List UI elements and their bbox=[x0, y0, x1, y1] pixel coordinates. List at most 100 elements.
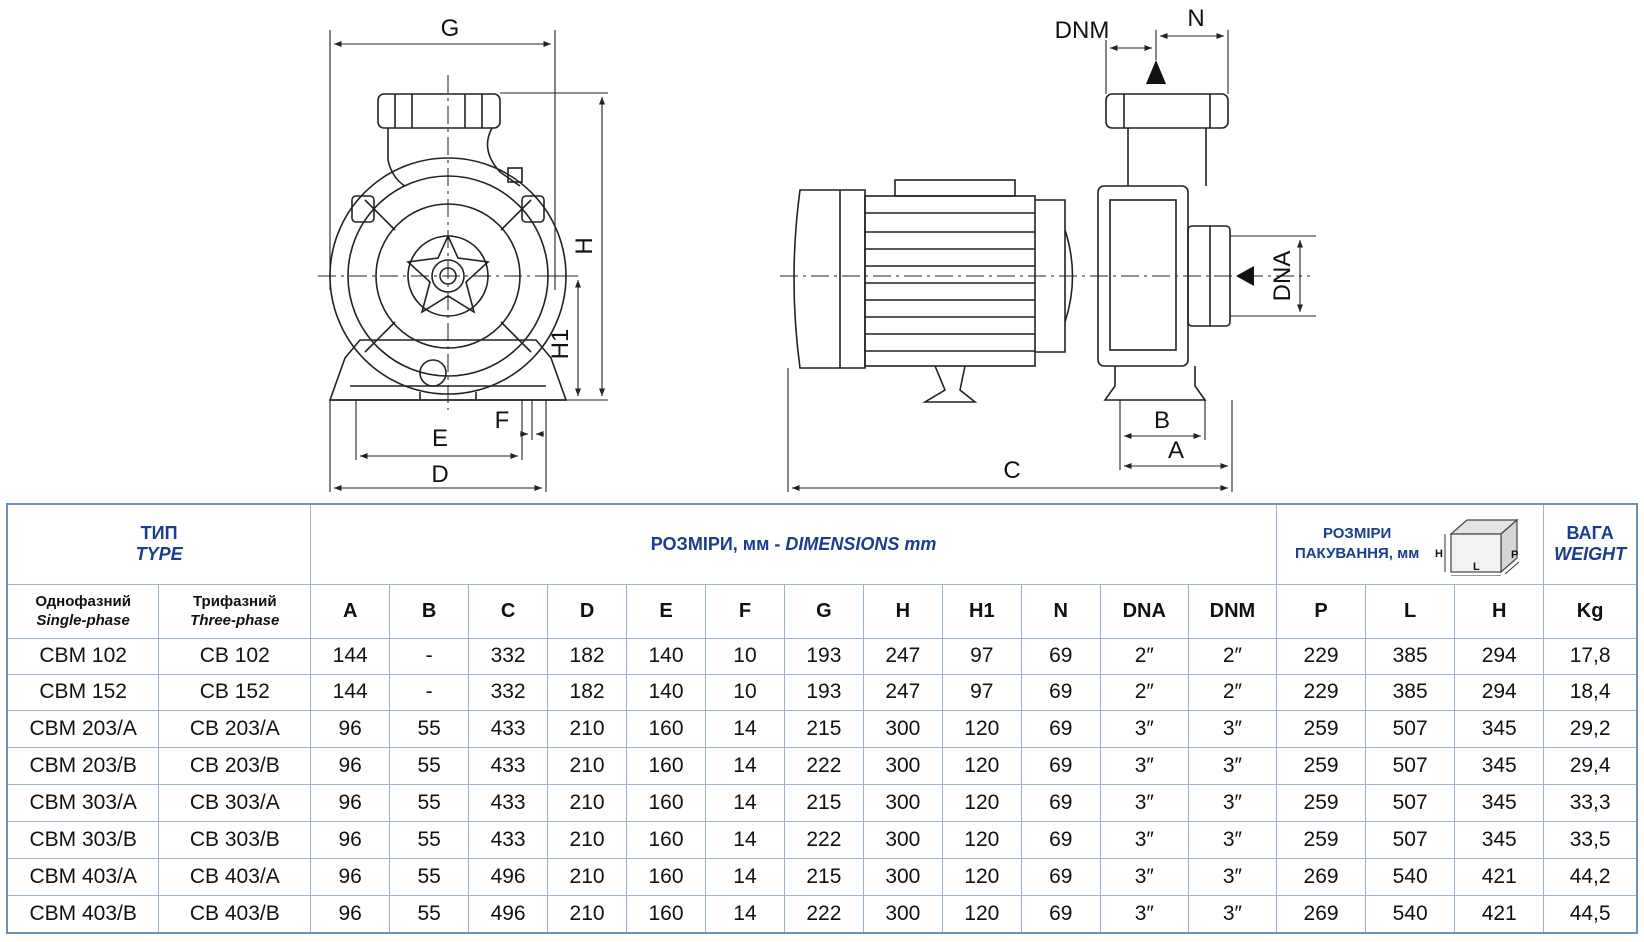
col-header-a: A bbox=[310, 583, 391, 639]
table-cell: 385 bbox=[1365, 637, 1456, 675]
col-header-pack-h: H bbox=[1454, 583, 1545, 639]
table-cell: CB 303/B bbox=[158, 820, 312, 859]
table-cell: 33,5 bbox=[1543, 820, 1638, 859]
table-cell: 215 bbox=[783, 783, 864, 822]
table-cell: 540 bbox=[1365, 857, 1456, 896]
table-cell: CB 102 bbox=[158, 637, 312, 675]
type-header-en: TYPE bbox=[135, 544, 183, 565]
dim-label-h1: H1 bbox=[547, 329, 574, 360]
table-cell: CBM 403/B bbox=[6, 894, 160, 933]
side-view-pump bbox=[793, 93, 1231, 403]
dim-label-f: F bbox=[495, 407, 510, 434]
table-cell: CBM 303/B bbox=[6, 820, 160, 859]
table-cell: 120 bbox=[941, 820, 1022, 859]
table-cell: 120 bbox=[941, 894, 1022, 933]
dimensions-table: ТИП TYPE РОЗМІРИ, мм - DIMENSIONS mm РОЗ… bbox=[6, 503, 1638, 934]
col-header-c: C bbox=[468, 583, 549, 639]
type-header-ua: ТИП bbox=[140, 523, 178, 544]
table-cell: 17,8 bbox=[1543, 637, 1638, 675]
table-cell: CBM 303/A bbox=[6, 783, 160, 822]
package-box-icon: H L P bbox=[1435, 518, 1520, 577]
table-cell: CB 403/B bbox=[158, 894, 312, 933]
table-cell: - bbox=[389, 673, 470, 711]
table-cell: 29,4 bbox=[1543, 746, 1638, 785]
col-header-b: B bbox=[389, 583, 470, 639]
col-header-l: L bbox=[1365, 583, 1456, 639]
table-cell: 259 bbox=[1276, 709, 1367, 748]
table-cell: 210 bbox=[547, 746, 628, 785]
table-cell: CBM 102 bbox=[6, 637, 160, 675]
table-cell: 3″ bbox=[1187, 894, 1278, 933]
dimensions-header: РОЗМІРИ, мм - DIMENSIONS mm bbox=[310, 503, 1278, 585]
table-cell: 215 bbox=[783, 709, 864, 748]
table-cell: 44,2 bbox=[1543, 857, 1638, 896]
table-cell: 14 bbox=[704, 894, 785, 933]
box-label-h: H bbox=[1435, 548, 1443, 560]
table-cell: 294 bbox=[1454, 637, 1545, 675]
table-cell: 345 bbox=[1454, 709, 1545, 748]
table-cell: 14 bbox=[704, 709, 785, 748]
dim-label-a: A bbox=[1168, 437, 1184, 464]
col-header-kg: Kg bbox=[1543, 583, 1638, 639]
table-cell: 2″ bbox=[1187, 673, 1278, 711]
table-cell: 160 bbox=[626, 783, 706, 822]
weight-header-ua: ВАГА bbox=[1566, 523, 1614, 544]
col-header-g: G bbox=[783, 583, 864, 639]
table-cell: 160 bbox=[626, 746, 706, 785]
table-cell: 193 bbox=[783, 673, 864, 711]
box-label-l: L bbox=[1473, 561, 1480, 573]
technical-drawings: G H H1 E F D DNM N DNA B A C bbox=[318, 5, 1316, 492]
table-cell: 229 bbox=[1276, 637, 1367, 675]
table-cell: 421 bbox=[1454, 894, 1545, 933]
table-cell: 433 bbox=[468, 820, 549, 859]
table-cell: 96 bbox=[310, 746, 391, 785]
table-cell: 294 bbox=[1454, 673, 1545, 711]
table-cell: 215 bbox=[783, 857, 864, 896]
table-cell: 69 bbox=[1020, 746, 1101, 785]
table-cell: 14 bbox=[704, 820, 785, 859]
table-cell: 507 bbox=[1365, 783, 1456, 822]
table-subheader-row: Однофазний Single-phase Трифазний Three-… bbox=[6, 583, 1638, 639]
col-header-dna: DNA bbox=[1099, 583, 1189, 639]
dim-label-n: N bbox=[1187, 5, 1204, 32]
table-cell: 210 bbox=[547, 820, 628, 859]
table-cell: 3″ bbox=[1187, 783, 1278, 822]
table-cell: 385 bbox=[1365, 673, 1456, 711]
table-cell: 14 bbox=[704, 783, 785, 822]
table-cell: 3″ bbox=[1099, 857, 1189, 896]
single-phase-en: Single-phase bbox=[36, 612, 130, 629]
table-cell: 33,3 bbox=[1543, 783, 1638, 822]
table-cell: 140 bbox=[626, 637, 706, 675]
table-cell: 14 bbox=[704, 746, 785, 785]
table-cell: 540 bbox=[1365, 894, 1456, 933]
table-cell: 269 bbox=[1276, 857, 1367, 896]
table-cell: CB 303/A bbox=[158, 783, 312, 822]
table-cell: 210 bbox=[547, 857, 628, 896]
col-header-p: P bbox=[1276, 583, 1367, 639]
table-cell: 55 bbox=[389, 894, 470, 933]
table-cell: 160 bbox=[626, 894, 706, 933]
table-cell: 507 bbox=[1365, 746, 1456, 785]
table-cell: 496 bbox=[468, 857, 549, 896]
table-cell: 247 bbox=[862, 673, 943, 711]
table-cell: 120 bbox=[941, 709, 1022, 748]
table-cell: 140 bbox=[626, 673, 706, 711]
table-cell: 97 bbox=[941, 637, 1022, 675]
dim-label-h: H bbox=[571, 237, 598, 254]
table-cell: 332 bbox=[468, 637, 549, 675]
table-cell: 345 bbox=[1454, 783, 1545, 822]
table-header-row: ТИП TYPE РОЗМІРИ, мм - DIMENSIONS mm РОЗ… bbox=[6, 503, 1638, 585]
col-header-n: N bbox=[1020, 583, 1101, 639]
table-cell: CBM 403/A bbox=[6, 857, 160, 896]
dim-label-c: C bbox=[1003, 457, 1020, 484]
dim-label-e: E bbox=[432, 425, 448, 452]
packaging-header-line1: РОЗМІРИ bbox=[1322, 525, 1392, 543]
table-cell: 300 bbox=[862, 857, 943, 896]
table-cell: 97 bbox=[941, 673, 1022, 711]
box-label-p: P bbox=[1511, 549, 1518, 561]
table-cell: - bbox=[389, 637, 470, 675]
three-phase-ua: Трифазний bbox=[192, 593, 277, 610]
table-cell: 69 bbox=[1020, 673, 1101, 711]
